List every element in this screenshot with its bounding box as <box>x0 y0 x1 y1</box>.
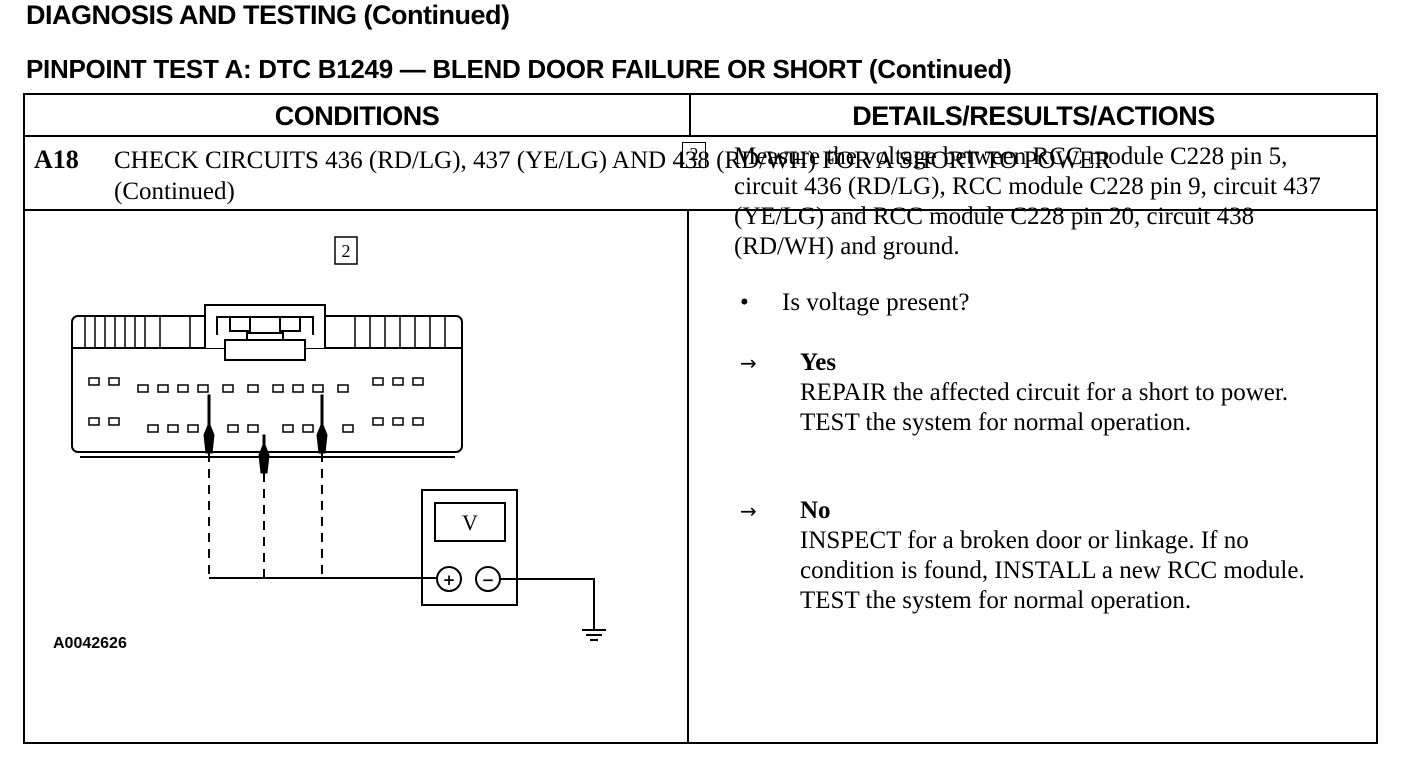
pinpoint-test-title: PINPOINT TEST A: DTC B1249 — BLEND DOOR … <box>26 54 1012 84</box>
measure-instruction: Measure the voltage between RCC module C… <box>734 143 1321 260</box>
conditions-header: CONDITIONS <box>274 101 440 131</box>
header-rule <box>25 135 1376 137</box>
details-step-box: 2 <box>682 142 706 168</box>
connector-icon <box>71 304 463 458</box>
question-row: • Is voltage present? <box>740 288 969 318</box>
bullet-icon: • <box>740 289 749 316</box>
arrow-icon: → <box>740 499 757 523</box>
no-label: No <box>800 497 831 524</box>
step-title-text: CHECK CIRCUITS 436 (RD/LG), 437 (YE/LG) … <box>114 147 1112 174</box>
header-divider <box>689 95 691 136</box>
details-header: DETAILS/RESULTS/ACTIONS <box>852 101 1215 131</box>
page-heading: DIAGNOSIS AND TESTING (Continued) <box>26 0 510 30</box>
step-title-continued: (Continued) <box>114 178 235 205</box>
step-title: CHECK CIRCUITS 436 (RD/LG), 437 (YE/LG) … <box>114 145 1111 207</box>
step-id: A18 <box>34 145 79 174</box>
arrow-icon: → <box>740 351 757 375</box>
diagram-step-box <box>334 236 358 265</box>
plus-terminal: + <box>443 571 456 589</box>
minus-terminal: − <box>482 571 495 589</box>
probe-icon <box>203 394 328 474</box>
voltmeter-icon <box>421 489 518 606</box>
test-leads <box>208 453 323 577</box>
meter-display: V <box>462 510 478 535</box>
voltmeter-diagram: 2 <box>71 236 606 641</box>
body-divider <box>687 209 689 744</box>
diagram-step-number: 2 <box>342 241 351 261</box>
no-action: INSPECT for a broken door or linkage. If… <box>800 527 1305 614</box>
ground-icon <box>500 578 606 641</box>
pinpoint-table: CONDITIONS DETAILS/RESULTS/ACTIONS A18 C… <box>23 93 1378 744</box>
title-rule <box>25 209 1376 211</box>
yes-action: REPAIR the affected circuit for a short … <box>800 379 1289 436</box>
question-text: Is voltage present? <box>782 289 970 316</box>
figure-id: A0042626 <box>53 635 127 652</box>
yes-label: Yes <box>800 349 837 376</box>
